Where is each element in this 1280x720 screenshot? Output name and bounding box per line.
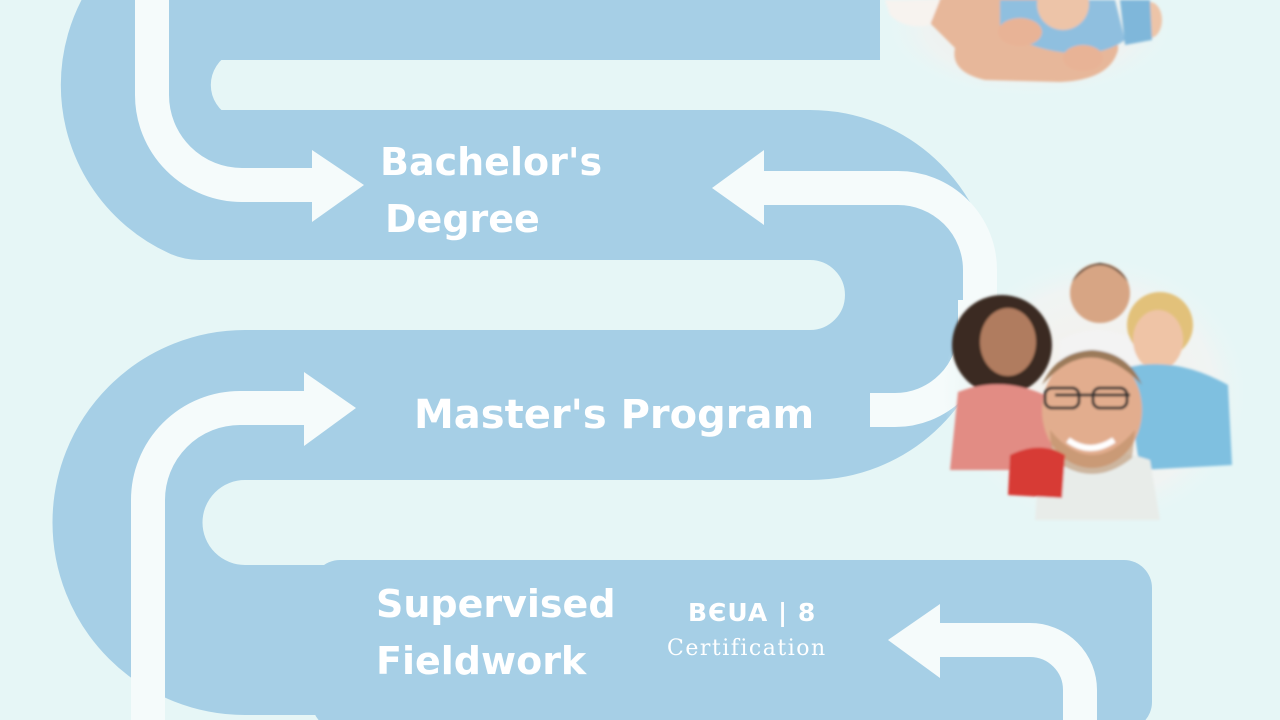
arrow-right-curve-head-icon (712, 150, 764, 225)
step-bachelors: Bachelor's Degree (380, 140, 602, 241)
certification-caption: Certification (667, 636, 827, 661)
certification-logo-text: BЄUA | 8 (688, 598, 816, 627)
arrow-right-curve-icon (758, 171, 997, 300)
certification-badge: BЄUA | 8 Certification (667, 598, 827, 661)
step-masters: Master's Program (414, 392, 814, 438)
direction-arrows (131, 0, 1097, 720)
step-fieldwork: Supervised Fieldwork (376, 582, 616, 683)
family-photo (880, 0, 1180, 100)
arrow-bottom-right-head-icon (888, 604, 940, 678)
step-masters-label: Master's Program (414, 392, 814, 438)
arrow-bottom-right-icon (935, 623, 1097, 720)
step-bachelors-line1: Bachelor's (380, 140, 602, 184)
step-fieldwork-line2: Fieldwork (376, 639, 587, 683)
arrow-to-bachelors-icon (135, 0, 318, 202)
arrow-to-masters-head-icon (304, 372, 356, 446)
step-bachelors-line2: Degree (385, 197, 540, 241)
step-fieldwork-line1: Supervised (376, 582, 616, 626)
arrow-to-masters-icon (131, 391, 310, 720)
arrow-to-bachelors-head-icon (312, 150, 364, 222)
group-photo (943, 252, 1253, 532)
path-fieldwork-block (312, 560, 1152, 720)
